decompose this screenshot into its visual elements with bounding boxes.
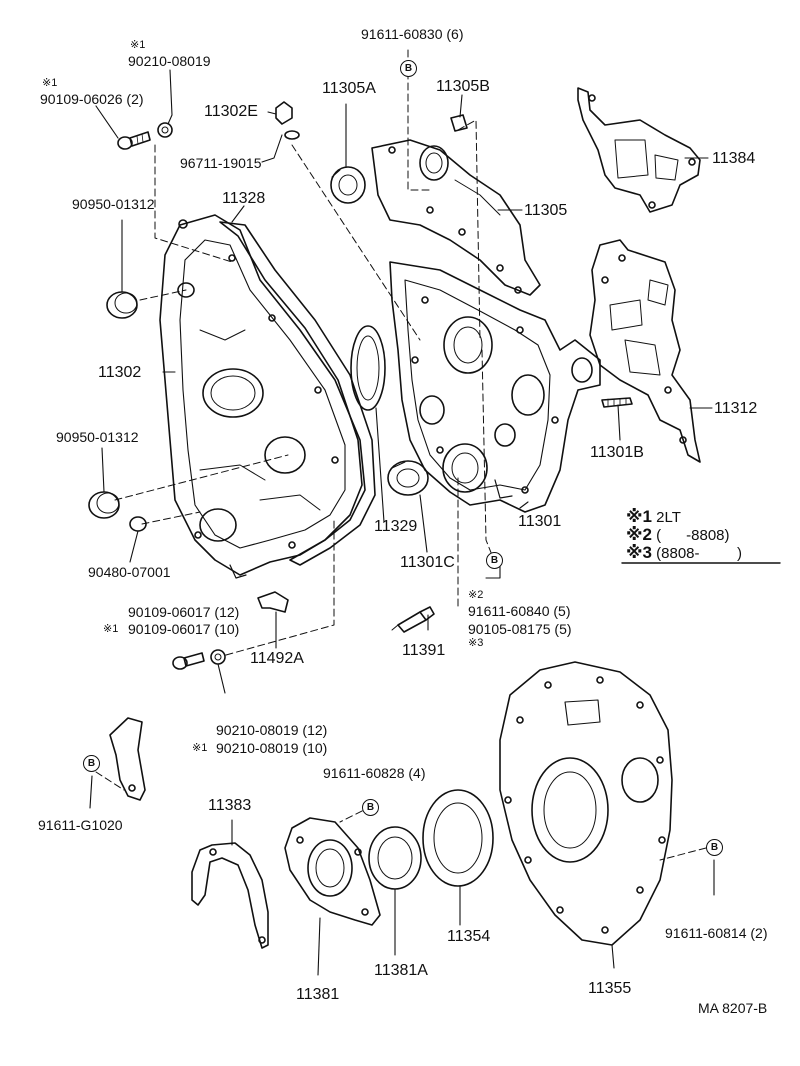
bolt-90109-06017 [172, 652, 205, 670]
label-11384: 11384 [712, 150, 756, 167]
label-11354: 11354 [447, 928, 491, 945]
label-11305a: 11305A [322, 80, 376, 97]
bolt-90109-06026 [117, 131, 151, 150]
label-11329: 11329 [374, 518, 418, 535]
gasket-11384 [577, 87, 701, 213]
label-90210-08019-12: 90210-08019 (12) [216, 722, 328, 738]
oil-seal-11305a [330, 166, 366, 204]
label-90210-08019-10: 90210-08019 (10) [216, 740, 328, 756]
gasket-11328 [219, 221, 376, 566]
timing-gear-case-11301 [389, 261, 601, 513]
label-11328: 11328 [222, 190, 266, 207]
label-91611-60814: 91611-60814 (2) [665, 925, 768, 941]
label-96711-19015: 96711-19015 [180, 155, 262, 171]
label-11305: 11305 [524, 202, 568, 219]
label-91611-g1020: 91611-G1020 [38, 817, 123, 833]
mark-1-label: ※1 [130, 39, 146, 51]
oil-seal-11301c [387, 460, 429, 496]
label-91611-60840: 91611-60840 (5) [468, 603, 571, 619]
label-11492a: 11492A [250, 650, 304, 667]
oil-seal-11354 [422, 789, 494, 887]
label-91611-60830: 91611-60830 (6) [361, 26, 464, 42]
figure-code: MA 8207-B [698, 1000, 768, 1016]
legend-text-3: (8808- ) [656, 545, 743, 562]
b-callout: B [706, 839, 723, 856]
label-90109-06026: 90109-06026 (2) [40, 91, 144, 107]
label-11302: 11302 [98, 364, 142, 381]
oil-seal-11381a [368, 826, 422, 890]
legend-row-1: ※1 2LT [626, 508, 681, 525]
label-11301b: 11301B [590, 444, 644, 461]
b-callout: B [486, 552, 503, 569]
label-90210-08019: 90210-08019 [128, 53, 211, 69]
label-90950-01312-lower: 90950-01312 [56, 429, 139, 445]
label-11302e: 11302E [204, 103, 258, 120]
label-11381a: 11381A [374, 962, 428, 979]
label-11301: 11301 [518, 513, 562, 530]
legend-mark-3: ※3 [626, 543, 652, 562]
label-11301c: 11301C [400, 554, 455, 571]
part-11391 [391, 606, 435, 633]
label-91611-60828: 91611-60828 (4) [323, 765, 426, 781]
mark-1-label: ※1 [42, 77, 58, 89]
retainer-11383 [191, 842, 269, 949]
label-90950-01312-upper: 90950-01312 [72, 196, 155, 212]
label-90109-06017-12: 90109-06017 (12) [128, 604, 240, 620]
mark-3-label: ※3 [468, 637, 484, 649]
label-11383: 11383 [208, 797, 252, 814]
legend-text-2: ( -8808) [656, 527, 730, 544]
plug-11302e [275, 101, 300, 140]
screw-plug-lower [88, 491, 120, 519]
legend-text-1: 2LT [656, 509, 681, 526]
dashed-alignment-lines [95, 49, 707, 861]
label-11381: 11381 [296, 986, 340, 1003]
washer-90210-08019 [157, 122, 173, 138]
oil-seal-retainer-11381 [284, 817, 381, 926]
mark-2-label: ※2 [468, 589, 484, 601]
b-callout: B [362, 799, 379, 816]
clamp-11492a [257, 591, 289, 613]
bracket-91611-g1020 [109, 717, 146, 801]
legend-row-3: ※3 (8808- ) [626, 544, 742, 561]
label-90109-06017-10: 90109-06017 (10) [128, 621, 240, 637]
mark-1-label: ※1 [192, 742, 208, 754]
label-90480-07001: 90480-07001 [88, 564, 171, 580]
plug-11305b [450, 114, 468, 132]
b-callout: B [400, 60, 417, 77]
label-11305b: 11305B [436, 78, 490, 95]
label-11391: 11391 [402, 642, 446, 659]
leader-lines [89, 69, 715, 976]
legend-row-2: ※2 ( -8808) [626, 526, 730, 543]
washer-90210-08019-b [210, 649, 226, 665]
end-plate-11355 [499, 661, 673, 946]
legend-mark-2: ※2 [626, 525, 652, 544]
bearing-cover-11305 [371, 139, 541, 296]
label-11355: 11355 [588, 980, 632, 997]
screw-plug-upper [106, 291, 138, 319]
mark-1-label: ※1 [103, 623, 119, 635]
legend-mark-1: ※1 [626, 507, 652, 526]
stud-bolt-11301b [601, 397, 633, 408]
gasket-11312 [589, 239, 701, 463]
b-callout: B [83, 755, 100, 772]
label-11312: 11312 [714, 400, 758, 417]
label-90105-08175: 90105-08175 (5) [468, 621, 572, 637]
oil-seal-11329 [350, 325, 386, 411]
